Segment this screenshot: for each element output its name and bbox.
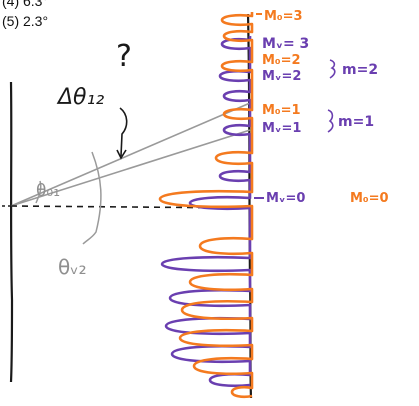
answer-option-5: (5) 2.3° [2, 13, 49, 29]
order-label-m2: m=2 [342, 62, 378, 78]
order-label-m-v-0: Mᵥ=0 [266, 191, 305, 206]
answer-option-4: (4) 6.3° [2, 0, 49, 9]
theta-o1-label: θ₀₁ [36, 181, 60, 201]
order-label-m-v-2: Mᵥ=2 [262, 69, 301, 84]
order-label-m-o-3: M₀=3 [264, 9, 303, 24]
brace-m1 [327, 109, 334, 133]
order-label-m1: m=1 [338, 114, 374, 130]
order-label-m-v-3: Mᵥ= 3 [262, 36, 309, 52]
orange-intensity-pattern [158, 12, 254, 399]
purple-fringe-curve [160, 36, 252, 388]
purple-intensity-pattern [160, 36, 252, 388]
delta-theta-arrowhead [116, 149, 127, 160]
order-label-m-v-1: Mᵥ=1 [262, 121, 301, 136]
theta-v2-label: θᵥ₂ [58, 255, 87, 279]
delta-theta-label: Δθ₁₂ [56, 85, 104, 110]
theta-o1-arc [35, 180, 42, 204]
grating-line [9, 81, 14, 383]
orange-fringe-curve [158, 12, 254, 399]
order-label-m-o-1: M₀=1 [262, 103, 301, 118]
delta-theta-arrow [119, 107, 128, 157]
ray-lower [10, 129, 251, 207]
order-label-m-o-2: M₀=2 [262, 53, 301, 68]
order-label-m-o-0: M₀=0 [350, 191, 389, 206]
brace-m2 [329, 59, 336, 79]
delta-theta-question-mark: ? [116, 39, 132, 74]
theta-v2-arc [82, 151, 102, 245]
ray-upper [10, 102, 251, 207]
